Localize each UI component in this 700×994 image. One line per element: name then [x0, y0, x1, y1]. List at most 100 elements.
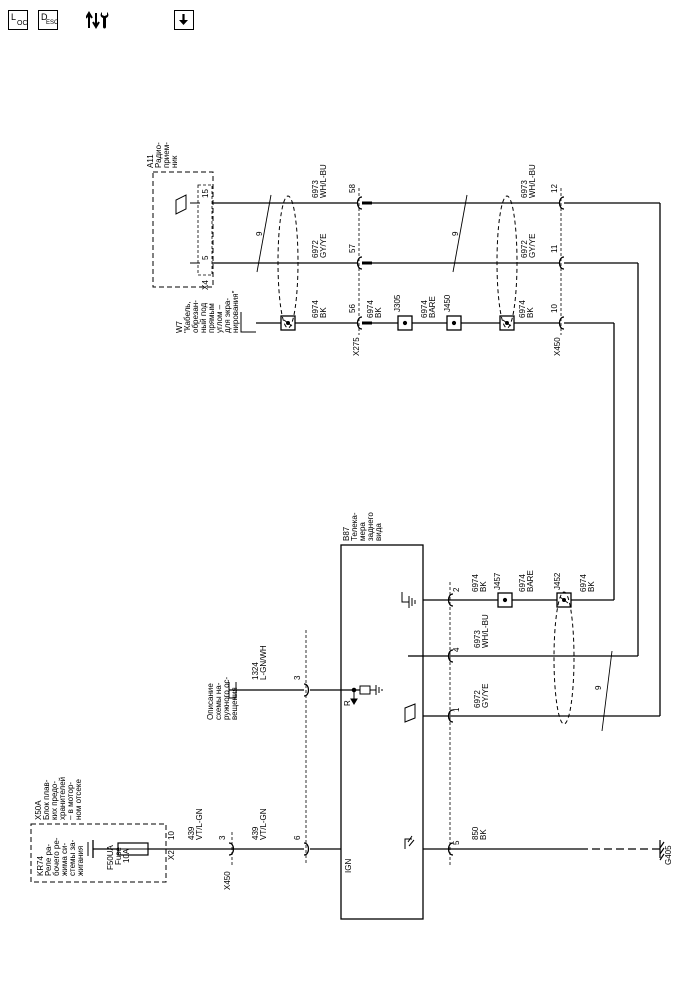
b87-desc-line: заднего [366, 512, 375, 541]
w7-desc-line: нирования" [231, 290, 240, 333]
a11-desc-line: ник [170, 155, 179, 168]
pin-b87-4: 4 [452, 647, 461, 652]
lighting-desc-line: схемы на- [214, 682, 223, 720]
w7-desc-line: прямым [207, 303, 216, 333]
pin-b87-3: 3 [293, 675, 302, 680]
wire-6972-a-color: GY/YE [319, 234, 328, 258]
download-button[interactable] [174, 10, 194, 30]
lighting-desc-line: вещения [230, 687, 239, 720]
w7-desc-line: "Кабель, [183, 301, 192, 333]
w7-desc-line: для экра- [223, 298, 232, 333]
pin-x275-56: 56 [348, 304, 357, 313]
x50a-desc-line: – в мотор- [66, 782, 75, 820]
x50a-desc-line: ном отсеке [74, 779, 83, 820]
pin-x2-10: 10 [167, 831, 176, 840]
wire-6974-bare-b-color: BARE [526, 570, 535, 592]
pin-x275-57: 57 [348, 244, 357, 253]
x4-label: X4 [201, 280, 210, 290]
wire-6972-b-circuit: 6972 [520, 240, 529, 258]
wire-6974-e-circuit: 6974 [579, 574, 588, 592]
toolbar: L OC D ESC [0, 0, 700, 40]
ground-g405: G405 [664, 845, 673, 865]
splice-j457: J457 [493, 572, 502, 590]
lighting-desc-line: ружного ос- [222, 676, 231, 720]
wire-6973-a-color: WH/L-BU [319, 164, 328, 198]
wire-6974-c-circuit: 6974 [518, 300, 527, 318]
twist-count-b: 9 [451, 231, 460, 236]
kr74-desc-line: стемы за- [68, 839, 77, 876]
desc-sub: ESC [46, 20, 59, 26]
b87-desc-line: мера [358, 522, 367, 541]
w7-desc-line: обрезан- [191, 300, 200, 333]
twist-count-a: 9 [255, 231, 264, 236]
fuse-id: F50UA [106, 844, 115, 870]
pin-x450-12: 12 [550, 184, 559, 193]
wire-6972-a-circuit: 6972 [311, 240, 320, 258]
splice-j452: J452 [553, 572, 562, 590]
pin-x4-15: 15 [201, 189, 210, 198]
wire-6972-c-circuit: 6972 [473, 690, 482, 708]
wire-6973-c-circuit: 6973 [473, 630, 482, 648]
wire-6974-a-circuit: 6974 [311, 300, 320, 318]
pin-b87-5: 5 [452, 840, 461, 845]
kr74-id: KR74 [36, 855, 45, 876]
splice-j305: J305 [393, 294, 402, 312]
wire-6974-b-color: BK [374, 307, 383, 318]
reverse-label: R [343, 700, 352, 706]
wire-850-color: BK [479, 829, 488, 840]
loc-main: L [11, 12, 17, 22]
wire-6974-bare-a-color: BARE [428, 296, 437, 318]
wire-6974-e-color: BK [587, 581, 596, 592]
wire-6973-c-color: WH/L-BU [481, 614, 490, 648]
x50a-id: X50A [34, 800, 43, 820]
wire-1324-color: L-GN/WH [259, 645, 268, 680]
pin-x450-3: 3 [218, 835, 227, 840]
arrow-down-icon [179, 14, 188, 25]
desc-main: D [41, 12, 48, 22]
wire-439-b-color: VT/L-GN [259, 808, 268, 840]
x2-label: X2 [167, 850, 176, 860]
wire-6974-d-color: BK [479, 581, 488, 592]
b87-camera-box [340, 544, 424, 920]
kr74-desc-line: жигания [76, 846, 85, 876]
pin-x275-58: 58 [348, 184, 357, 193]
a11-desc-line: прием- [162, 142, 171, 168]
x50a-desc-line: Блок плав- [42, 779, 51, 820]
loc-sub: OC [17, 20, 28, 27]
twist-count-c: 9 [594, 685, 603, 690]
x450-top-label: X450 [553, 337, 562, 356]
kr74-desc-line: Реле ра- [44, 844, 53, 876]
lighting-desc-line: Описание [206, 683, 215, 720]
a11-id: A11 [146, 154, 155, 168]
pin-x450-11: 11 [550, 244, 559, 253]
wire-6974-b-circuit: 6974 [366, 300, 375, 318]
ign-label: IGN [344, 859, 353, 873]
wire-1324-circuit: 1324 [251, 662, 260, 680]
x450-bottom-label: X450 [223, 871, 232, 890]
wire-6974-bare-a-circuit: 6974 [420, 300, 429, 318]
wire-850-circuit: 850 [471, 826, 480, 840]
b87-desc-line: вида [374, 523, 383, 541]
wire-6974-a-color: BK [319, 307, 328, 318]
w7-id: W7 [175, 320, 184, 333]
b87-desc-line: Телека- [350, 512, 359, 541]
wire-6973-a-circuit: 6973 [311, 180, 320, 198]
wire-6974-d-circuit: 6974 [471, 574, 480, 592]
fuse-rating: 10A [122, 848, 131, 863]
x50a-desc-line: хранителей [58, 777, 67, 820]
pin-b87-6: 6 [293, 835, 302, 840]
desc-button[interactable]: D ESC [38, 10, 58, 30]
flow-button[interactable] [85, 8, 112, 32]
wire-6972-b-color: GY/YE [528, 234, 537, 258]
kr74-desc-line: бочего ре- [52, 837, 61, 876]
x275-label: X275 [352, 337, 361, 356]
kr74-desc-line: жима си- [60, 843, 69, 876]
arrows-wrench-icon [85, 11, 109, 29]
a11-desc-line: Радио- [154, 142, 163, 168]
pin-b87-2: 2 [452, 587, 461, 592]
wire-6974-c-color: BK [526, 307, 535, 318]
wire-439-a-color: VT/L-GN [195, 808, 204, 840]
loc-button[interactable]: L OC [8, 10, 28, 30]
pin-x4-5: 5 [201, 255, 210, 260]
